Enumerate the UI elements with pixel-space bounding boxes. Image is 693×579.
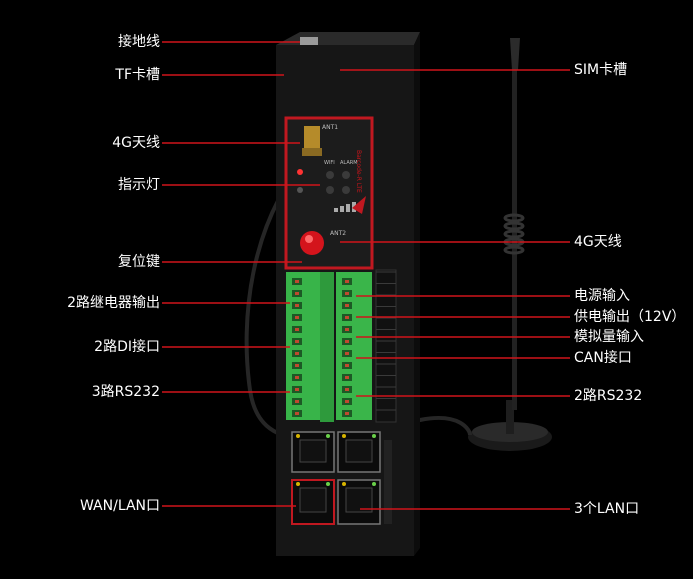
terminal-block-left [286, 272, 320, 420]
label-rs232-3ch: 3路RS232 [91, 384, 160, 400]
ethernet-ports [291, 431, 381, 525]
label-lan-3ports: 3个LAN口 [574, 501, 640, 517]
label-4g-antenna-left: 4G天线 [112, 135, 160, 151]
label-power-output-12v: 供电输出（12V） [574, 309, 686, 325]
label-sim-slot: SIM卡槽 [574, 62, 628, 78]
reset-button [300, 231, 324, 255]
leader-lines [162, 41, 570, 510]
panel-text-wifi: WIFI [324, 160, 335, 166]
label-rs232-2ch: 2路RS232 [574, 388, 643, 404]
device-top-face [276, 32, 420, 45]
terminal-block-right [336, 272, 372, 420]
label-relay-output: 2路继电器输出 [67, 295, 160, 311]
device-side-face [414, 32, 420, 556]
label-indicator-light: 指示灯 [118, 177, 160, 193]
label-reset-key: 复位键 [118, 254, 160, 270]
label-4g-antenna-right: 4G天线 [574, 234, 622, 250]
alarm-led [342, 171, 350, 179]
brand-logo-mark [352, 196, 366, 214]
antenna-cable [244, 153, 472, 441]
antenna-stem [506, 400, 514, 434]
label-di-interface: 2路DI接口 [94, 339, 160, 355]
ant1-connector [304, 126, 320, 148]
panel-text-alarm: ALARM [340, 160, 358, 166]
power-led [297, 169, 303, 175]
panel-text-ant1: ANT1 [322, 124, 339, 131]
label-power-input: 电源输入 [574, 288, 630, 304]
label-wan-lan-port: WAN/LAN口 [79, 498, 160, 514]
label-can-interface: CAN接口 [574, 350, 632, 366]
label-ground-wire: 接地线 [118, 34, 160, 50]
terminal-screws [292, 278, 352, 417]
wifi-led [326, 171, 334, 179]
label-tf-slot: TF卡槽 [115, 67, 160, 83]
antenna-tip [510, 38, 520, 70]
label-analog-input: 模拟量输入 [574, 329, 644, 345]
panel-text-brand: Barcode-R LTE [355, 150, 362, 193]
panel-text-ant2: ANT2 [330, 230, 347, 237]
terminal-label-strip [375, 269, 397, 423]
